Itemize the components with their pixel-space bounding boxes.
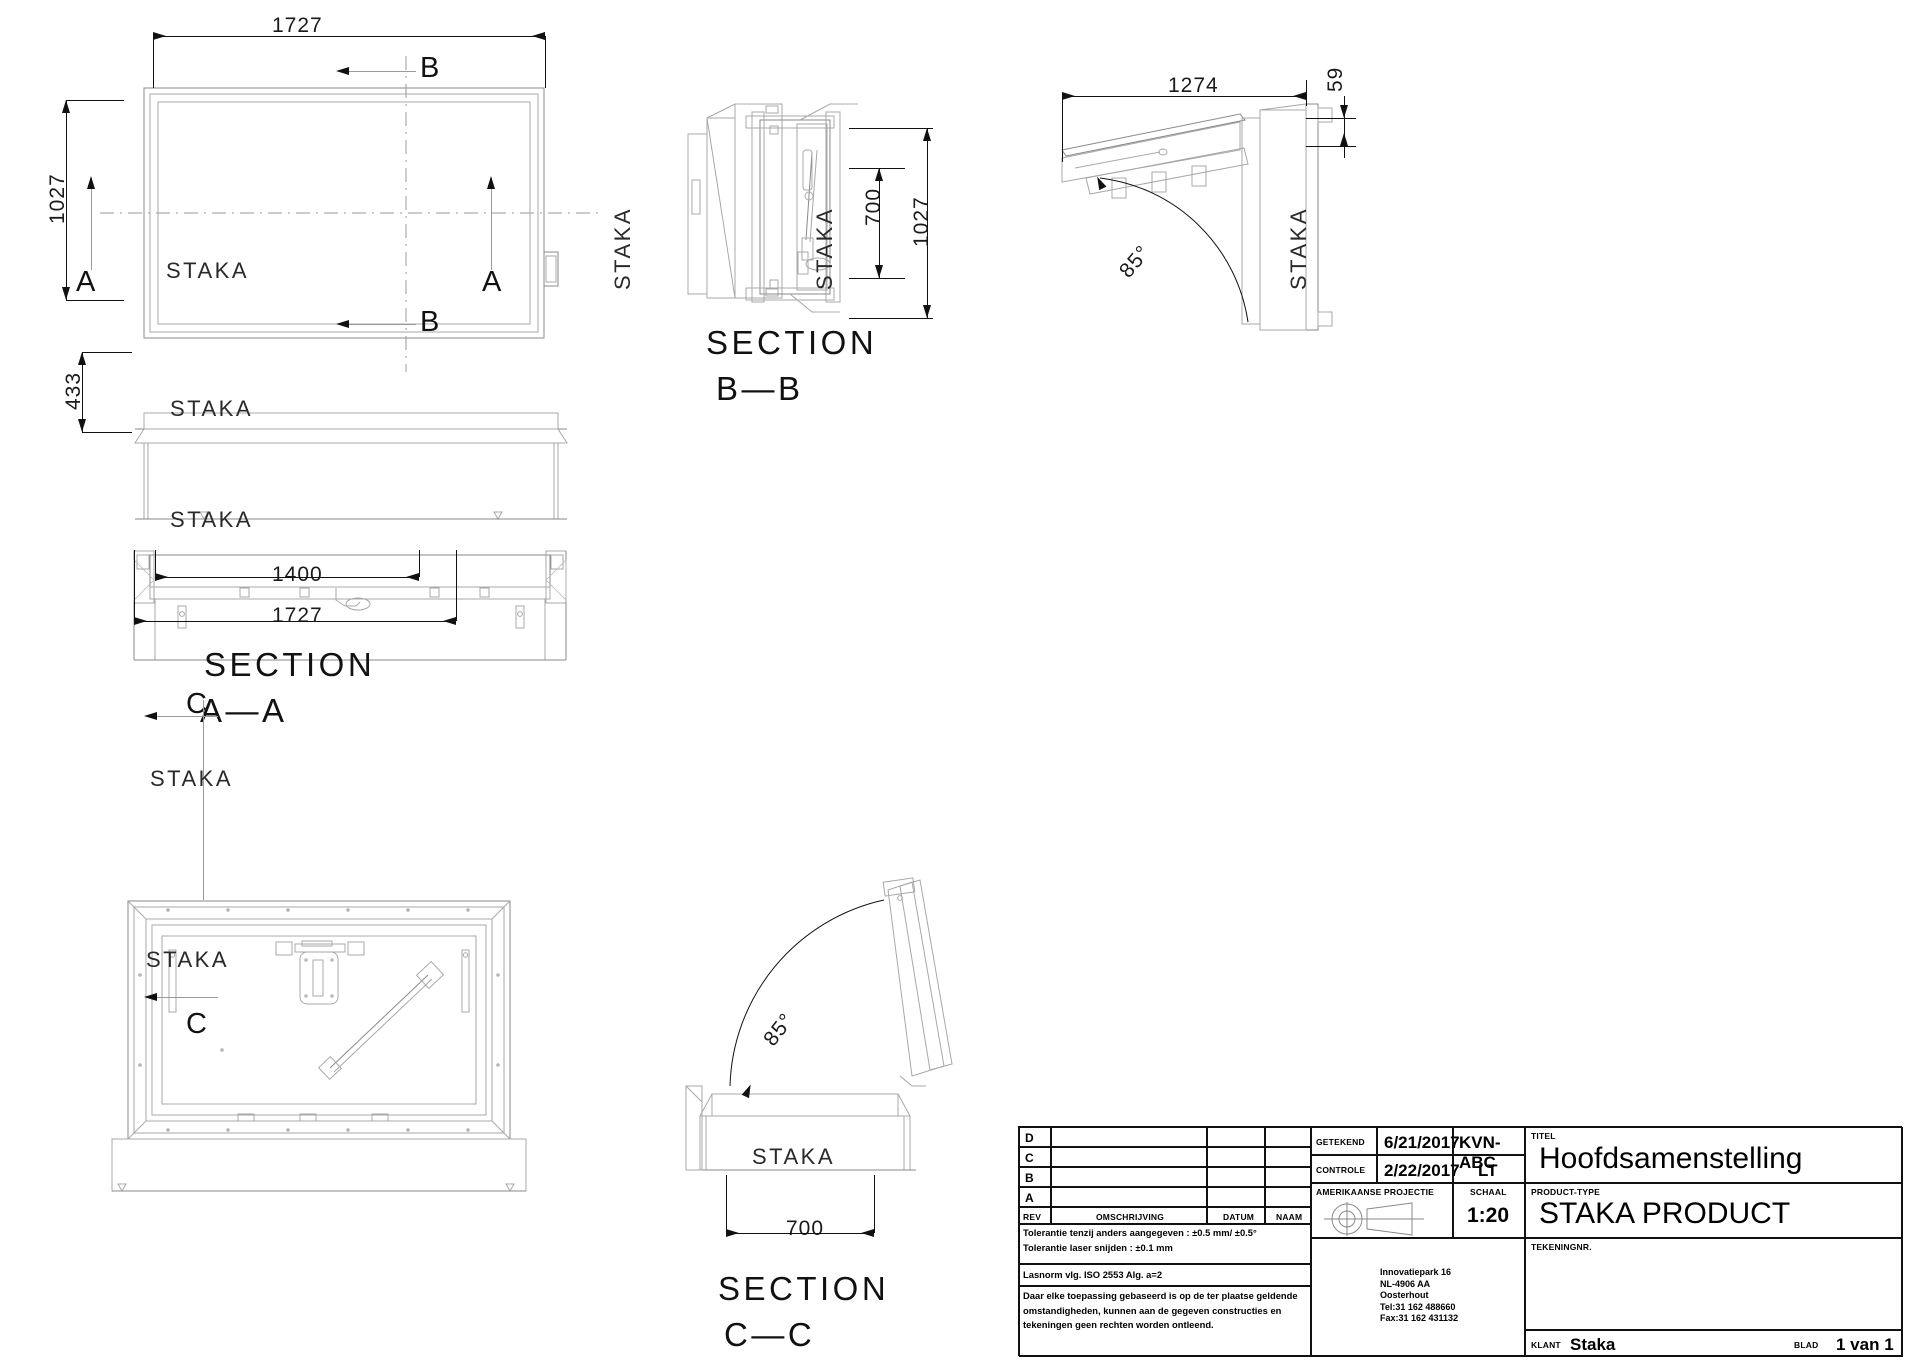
section-aa-title-line1: SECTION [204,646,376,683]
rev-header-rev: REV [1019,1207,1051,1224]
front-elevation-part-label: STAKA [170,396,254,421]
dim-section-aa-inner: 1400 [272,563,323,586]
controle-label-cell: CONTROLE [1311,1155,1377,1183]
getekend-label-cell: GETEKEND [1311,1127,1377,1155]
address-line-2: NL-4906 AA [1380,1278,1431,1289]
section-mark-b-top: B [420,52,441,84]
weld-norm-note: Lasnorm vlg. ISO 2553 Alg. a=2 [1019,1264,1311,1286]
tolerance-note-2: Tolerantie laser snijden : ±0.1 mm [1023,1241,1173,1253]
address-line-4: Tel:31 162 488660 [1380,1301,1456,1312]
titel-cell: TITEL Hoofdsamenstelling [1525,1127,1903,1183]
dim-open-lid-thickness: 59 [1324,66,1347,92]
getekend-date-cell: 6/21/2017 [1377,1127,1460,1155]
dim-section-aa-outer: 1727 [272,604,323,627]
section-bb-geometry [745,103,858,313]
rev-row-d-rev: D [1019,1127,1051,1147]
section-bb-title-line2: B—B [716,370,804,407]
controle-name-cell: LT [1453,1155,1525,1183]
section-bb-title-line1: SECTION [706,324,878,361]
rev-header-naam: NAAM [1265,1207,1311,1224]
rev-row-d-naam [1265,1127,1311,1147]
open-lid-geometry [1061,103,1333,331]
section-aa-part-label: STAKA [170,507,254,532]
company-address-cell: Innovatiepark 16 NL-4906 AA Oosterhout T… [1311,1238,1525,1357]
top-plan-part-label: STAKA [166,258,250,283]
side-elevation-part-label: STAKA [610,206,635,290]
rev-row-a-rev: A [1019,1187,1051,1207]
dim-open-lid-width: 1274 [1168,74,1219,97]
rev-row-b-naam [1265,1167,1311,1187]
dim-section-bb-outer: 1027 [910,196,933,247]
rev-row-c-omschrijving [1051,1147,1207,1167]
address-line-3: Oosterhout [1380,1290,1429,1301]
rev-header-datum: DATUM [1207,1207,1265,1224]
rev-row-d-datum [1207,1127,1265,1147]
product-type-cell: PRODUCT-TYPE STAKA PRODUCT [1525,1183,1903,1238]
rev-header-omschrijving: OMSCHRIJVING [1051,1207,1207,1224]
section-bb-part-label: STAKA [812,206,837,290]
controle-date-cell: 2/22/2017 [1377,1155,1460,1183]
rev-row-a-datum [1207,1187,1265,1207]
side-elevation-geometry [687,103,783,299]
front-elevation-geometry [134,412,568,521]
rev-row-b-rev: B [1019,1167,1051,1187]
rev-row-c-naam [1265,1147,1311,1167]
tolerance-notes: Tolerantie tenzij anders aangegeven : ±0… [1019,1224,1311,1264]
section-mark-b-bottom: B [420,306,441,338]
klant-blad-cell: KLANT Staka BLAD 1 van 1 [1525,1330,1903,1357]
tekeningnr-cell: TEKENINGNR. [1525,1238,1903,1330]
rev-row-a-omschrijving [1051,1187,1207,1207]
section-cc-part-label: STAKA [752,1144,836,1169]
rev-row-c-datum [1207,1147,1265,1167]
section-mark-c-bottom: C [186,1008,208,1040]
address-line-5: Fax:31 162 431132 [1380,1313,1459,1324]
getekend-name-cell: KVN-ABC [1453,1127,1525,1172]
section-cc-title-line1: SECTION [718,1270,890,1307]
title-block: D C B A REV OMSCHRIJVING DATUM NAAM Tole… [1018,1126,1903,1357]
bottom-plan-part-label-top: STAKA [150,766,234,791]
rev-row-d-omschrijving [1051,1127,1207,1147]
section-aa-title-line2: A—A [200,692,288,729]
open-lid-part-label: STAKA [1286,206,1311,290]
rev-row-b-datum [1207,1167,1265,1187]
first-angle-projection-icon [1324,1202,1424,1236]
projection-symbol-cell: AMERIKAANSE PROJECTIE [1311,1183,1453,1238]
tolerance-note-1: Tolerantie tenzij anders aangegeven : ±0… [1023,1227,1257,1238]
rev-row-c-rev: C [1019,1147,1051,1167]
section-mark-a-left: A [76,266,97,298]
dim-section-bb-inner: 700 [862,187,885,226]
bottom-plan-part-label-bottom: STAKA [146,947,230,972]
scale-cell: SCHAAL 1:20 [1453,1183,1525,1238]
rev-row-a-naam [1265,1187,1311,1207]
section-cc-title-line2: C—C [724,1316,816,1353]
section-mark-c-top: C [186,688,208,720]
section-mark-a-right: A [482,266,503,298]
disclaimer-note: Daar elke toepassing gebaseerd is op de … [1019,1286,1311,1357]
dim-top-plan-width: 1727 [272,14,323,37]
dim-section-cc-opening: 700 [786,1217,825,1240]
address-line-1: Innovatiepark 16 [1380,1267,1452,1277]
rev-row-b-omschrijving [1051,1167,1207,1187]
section-aa-geometry [133,550,567,661]
section-cc-geometry [685,877,953,1171]
bottom-plan-geometry [111,900,527,1193]
